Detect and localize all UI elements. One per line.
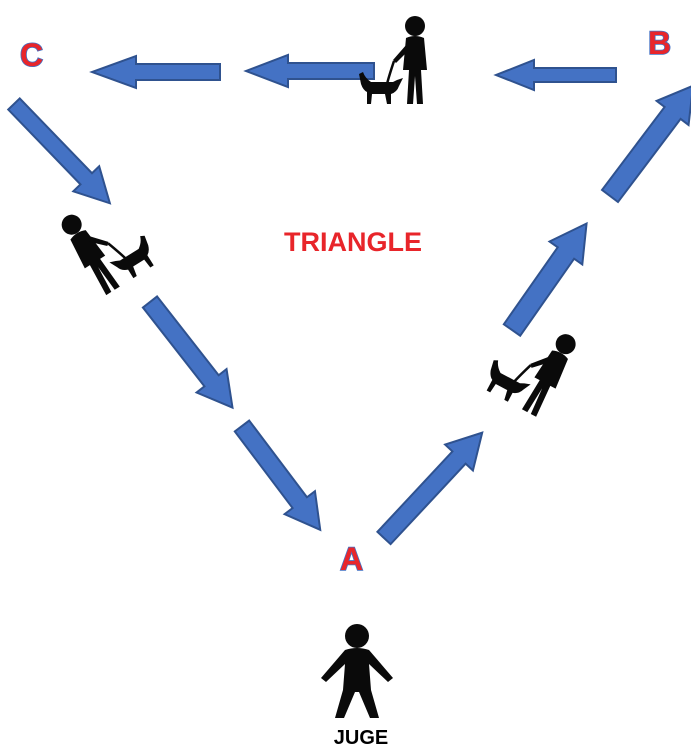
judge-label: JUGE: [334, 727, 388, 749]
diagram-title: TRIANGLE: [284, 227, 422, 257]
arrow-a-to-b-2: [502, 221, 588, 338]
person-walking-dog-icon: [478, 307, 583, 420]
point-label-a: A: [340, 541, 363, 577]
arrow-b-to-c-3: [89, 54, 221, 90]
judge-person-icon: [321, 624, 393, 718]
arrow-b-to-c-2: [243, 53, 375, 89]
point-label-b: B: [648, 25, 671, 61]
arrow-a-to-b-3: [600, 84, 691, 204]
point-label-c: C: [20, 37, 43, 73]
arrow-a-to-b-1: [376, 431, 484, 546]
arrow-c-to-a-2: [141, 295, 234, 410]
arrow-c-to-a-3: [233, 419, 322, 532]
arrow-c-to-a-1: [6, 97, 112, 205]
arrow-b-to-c-1: [493, 58, 617, 92]
person-walking-dog-icon: [357, 14, 429, 106]
